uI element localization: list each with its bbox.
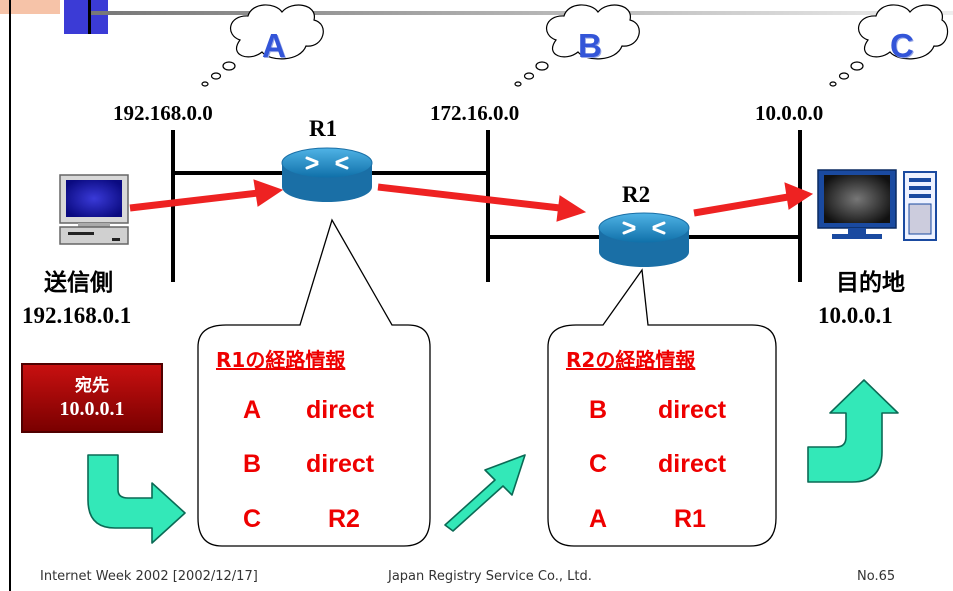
router-r2-icon (598, 212, 690, 267)
cloud-label-b: B (578, 27, 602, 64)
packet-path (129, 179, 814, 222)
r1-callout (197, 218, 431, 547)
packet-address: 10.0.0.1 (59, 398, 125, 420)
cloud-label-c: C (890, 27, 914, 64)
r2-entry-1-network: B (589, 396, 608, 424)
destination-computer-icon (817, 169, 937, 241)
r2-entry-2-network: C (589, 450, 608, 478)
packet-destination-box: 宛先 10.0.0.1 (21, 363, 163, 433)
r1-entry-1-network: A (243, 396, 262, 424)
r1-table-title: R1の経路情報 (216, 348, 346, 372)
r1-entry-3-nexthop: R2 (328, 505, 360, 533)
destination-label: 目的地 (836, 270, 905, 296)
r2-entry-1-nexthop: direct (658, 396, 727, 424)
r1-entry-2-network: B (243, 450, 262, 478)
network-c-address: 10.0.0.0 (755, 101, 824, 125)
r2-entry-3-network: A (589, 505, 608, 533)
sender-address: 192.168.0.1 (22, 303, 132, 328)
turn-arrow-2 (444, 454, 526, 532)
sender-computer-icon (59, 174, 129, 245)
cloud-c (829, 4, 949, 87)
turn-arrows (87, 379, 899, 544)
r2-table-title: R2の経路情報 (566, 348, 696, 372)
r2-entry-3-nexthop: R1 (674, 505, 706, 533)
footer-page-number: No.65 (857, 569, 896, 584)
turn-arrow-1 (87, 454, 186, 544)
sender-label: 送信側 (44, 270, 113, 296)
network-segments (171, 130, 802, 282)
r1-entry-3-network: C (243, 505, 262, 533)
r1-entry-2-nexthop: direct (306, 450, 375, 478)
r1-entry-1-nexthop: direct (306, 396, 375, 424)
cloud-a (201, 4, 324, 87)
r2-entry-2-nexthop: direct (658, 450, 727, 478)
router-r2-label: R2 (622, 182, 651, 207)
turn-arrow-3 (807, 379, 899, 483)
router-r1-icon (281, 147, 373, 202)
r2-callout (547, 268, 777, 547)
network-a-address: 192.168.0.0 (113, 101, 213, 125)
footer-org: Japan Registry Service Co., Ltd. (388, 569, 592, 584)
cloud-label-a: A (262, 27, 286, 64)
cloud-b (514, 4, 640, 87)
network-b-address: 172.16.0.0 (430, 101, 520, 125)
destination-address: 10.0.0.1 (818, 303, 893, 328)
footer-event: Internet Week 2002 [2002/12/17] (40, 569, 258, 584)
packet-label: 宛先 (75, 376, 109, 396)
router-r1-label: R1 (309, 116, 338, 141)
